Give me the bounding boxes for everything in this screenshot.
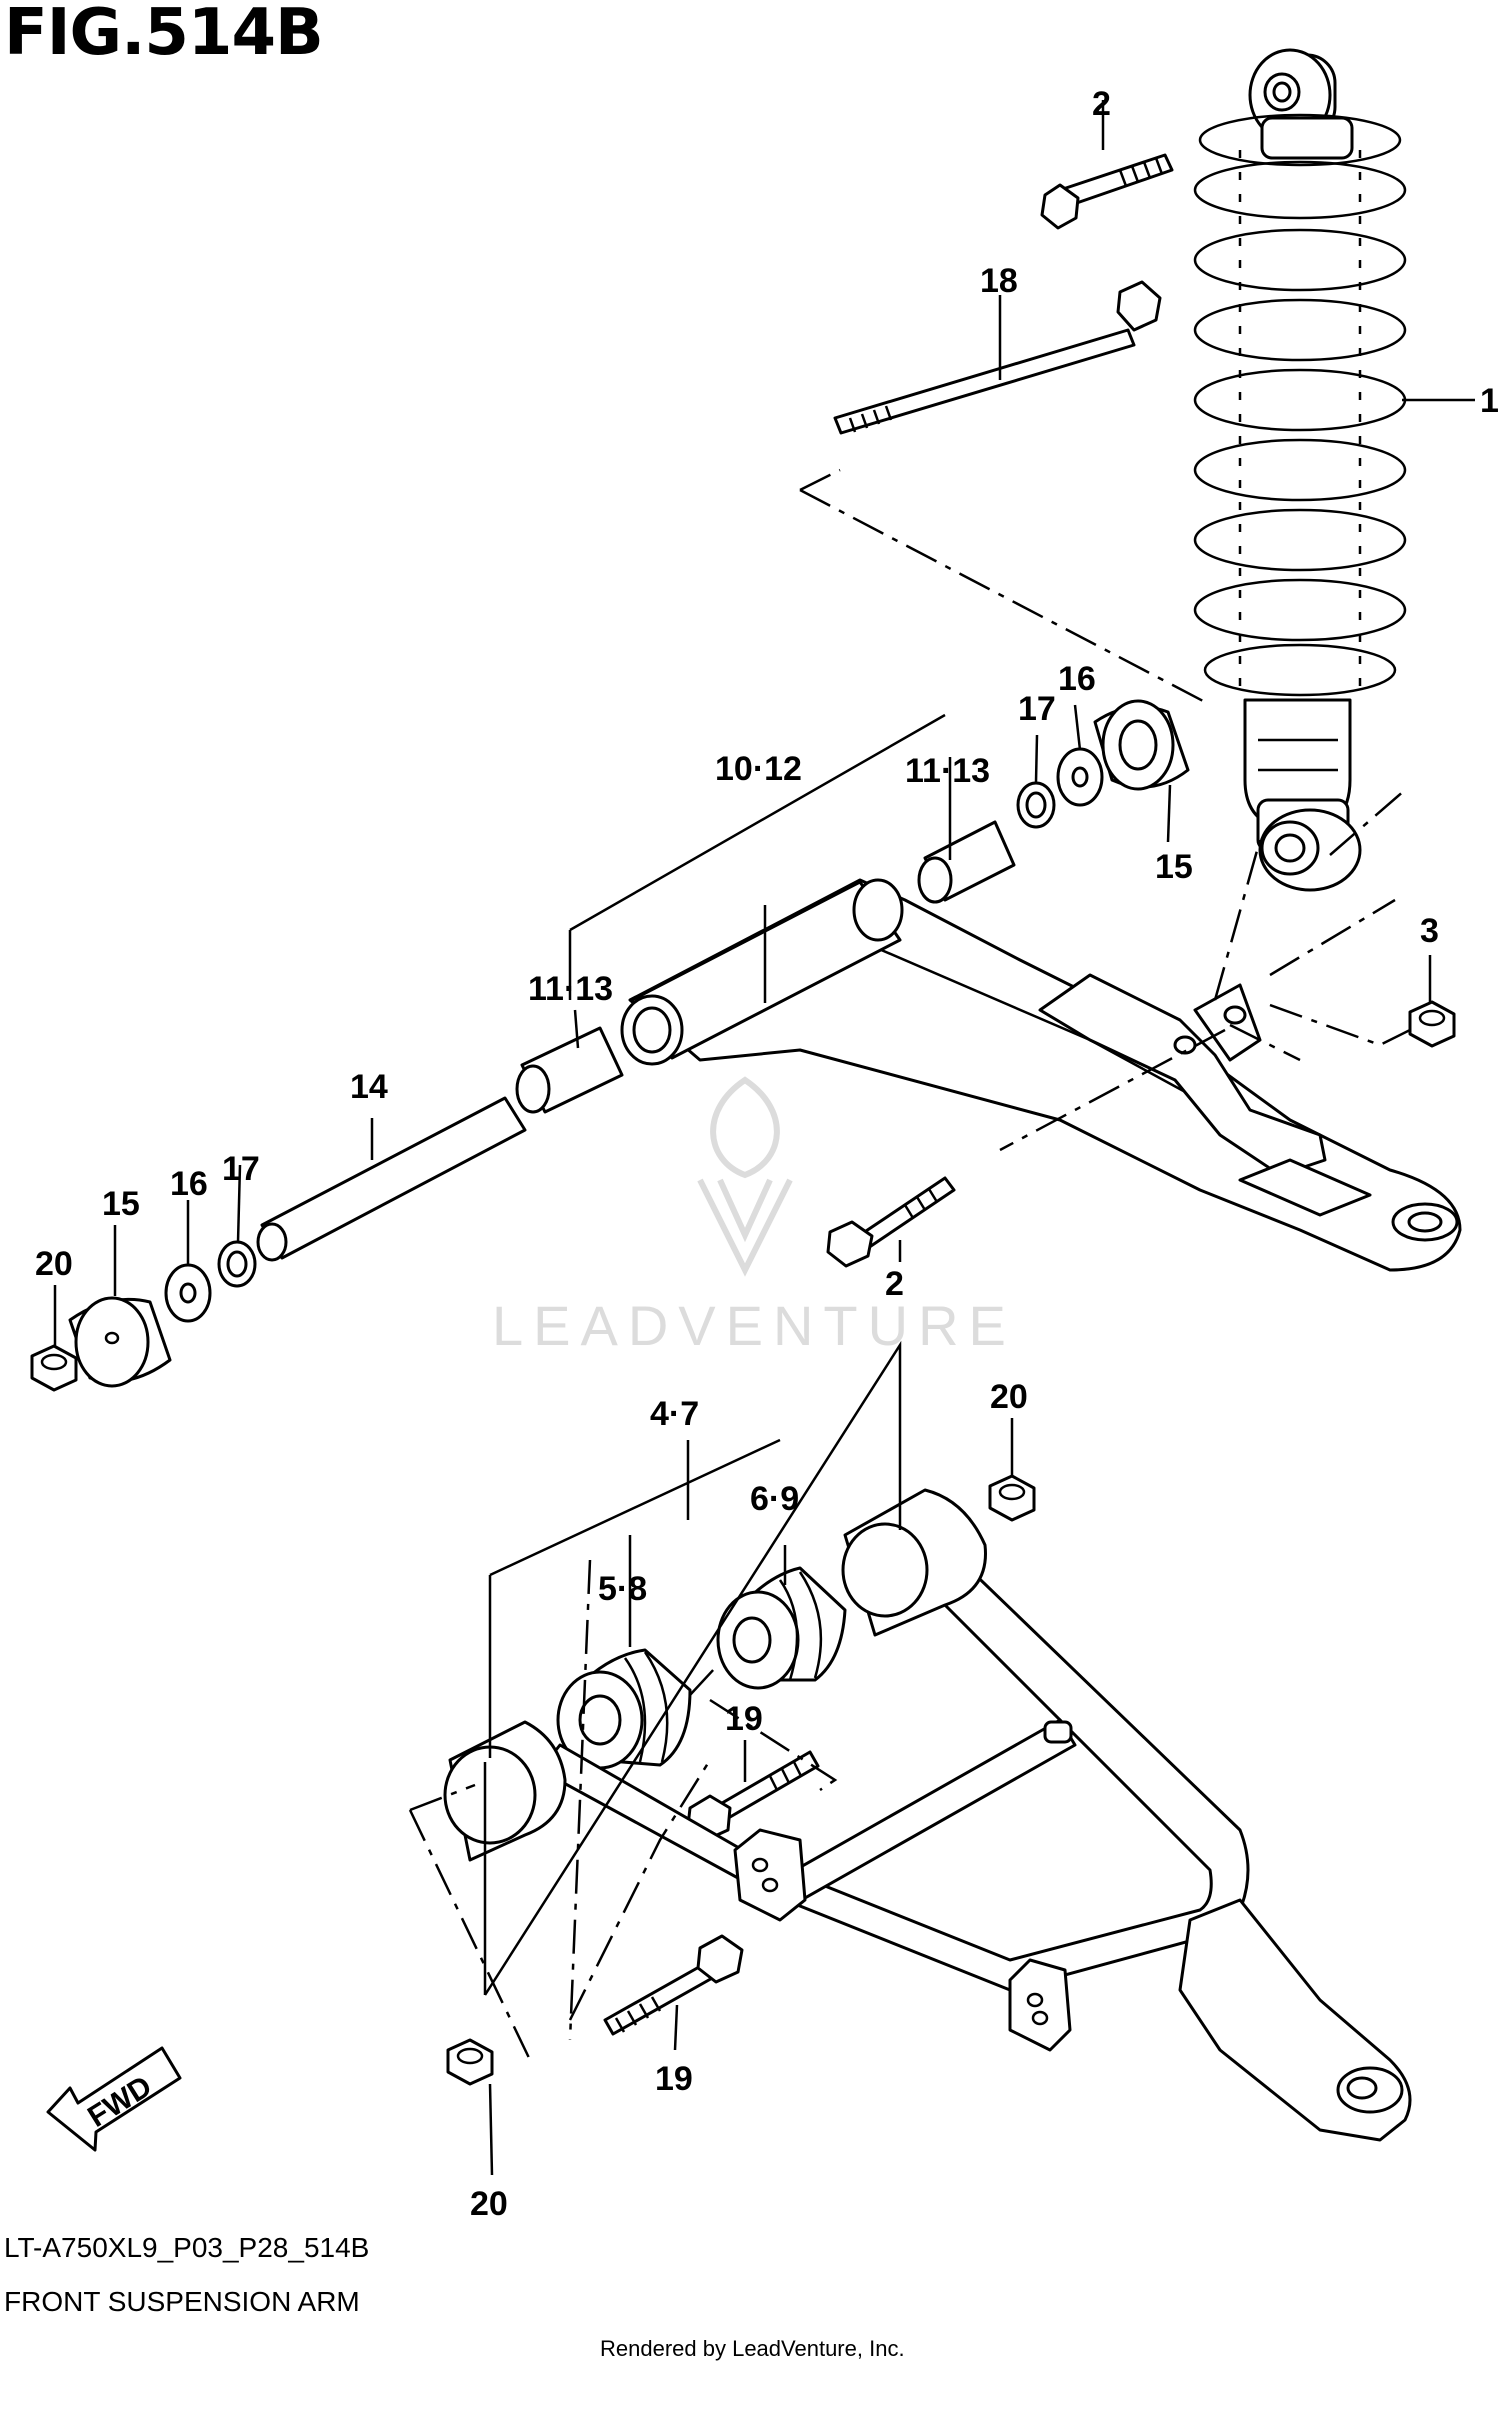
bushing-15-right-part[interactable]: [1093, 699, 1190, 791]
callout-14[interactable]: 14: [350, 1068, 388, 1106]
bushing-6-9-part[interactable]: [716, 1566, 847, 1690]
callout-16-left[interactable]: 16: [170, 1165, 208, 1203]
callout-5-8[interactable]: 5·8: [598, 1570, 647, 1608]
rendered-by-credit: Rendered by LeadVenture, Inc.: [600, 2336, 905, 2361]
nut-20-right-part[interactable]: [988, 1474, 1036, 1522]
long-bolt-18-part[interactable]: [833, 280, 1162, 435]
washer-16-left-part[interactable]: [164, 1263, 212, 1323]
seal-17-right-part[interactable]: [1016, 781, 1056, 829]
bolt-2-upper-part[interactable]: [1040, 153, 1174, 230]
callout-19-lower[interactable]: 19: [655, 2060, 693, 2098]
nut-3-part[interactable]: [1408, 1000, 1456, 1048]
callout-17-left[interactable]: 17: [222, 1150, 260, 1188]
shaft-14-part[interactable]: [256, 1096, 527, 1262]
callout-19-upper[interactable]: 19: [725, 1700, 763, 1738]
washer-16-right-part[interactable]: [1056, 747, 1104, 807]
nut-20-left-part[interactable]: [30, 1344, 78, 1392]
callout-11-13-right[interactable]: 11·13: [905, 752, 990, 790]
callout-20-left[interactable]: 20: [35, 1245, 73, 1283]
assembly-lines: [408, 468, 1411, 2061]
callout-16-right[interactable]: 16: [1058, 660, 1096, 698]
callout-1[interactable]: 1: [1480, 382, 1499, 420]
diagram-code: LT-A750XL9_P03_P28_514B: [4, 2232, 370, 2263]
bolt-19-lower-part[interactable]: [603, 1934, 744, 2036]
callout-15-right[interactable]: 15: [1155, 848, 1193, 886]
callout-18[interactable]: 18: [980, 262, 1018, 300]
callout-2-lower[interactable]: 2: [885, 1265, 904, 1303]
callout-2-upper[interactable]: 2: [1092, 85, 1111, 123]
callout-3[interactable]: 3: [1420, 912, 1439, 950]
diagram-subtitle: FRONT SUSPENSION ARM: [4, 2286, 360, 2317]
callout-20-bottom[interactable]: 20: [470, 2185, 508, 2223]
callout-6-9[interactable]: 6·9: [750, 1480, 799, 1518]
forward-direction-arrow: FWD: [46, 2046, 182, 2152]
bushing-15-left-part[interactable]: [68, 1296, 172, 1388]
collar-11-left-part[interactable]: [515, 1026, 624, 1114]
callout-11-13-left[interactable]: 11·13: [528, 970, 613, 1008]
callout-10-12[interactable]: 10·12: [715, 750, 802, 788]
callout-20-right[interactable]: 20: [990, 1378, 1028, 1416]
lower-suspension-arm-part[interactable]: [443, 1488, 1412, 2142]
upper-suspension-arm-part[interactable]: [620, 878, 1462, 1272]
collar-11-right-part[interactable]: [917, 820, 1016, 904]
shock-absorber-part[interactable]: [1193, 48, 1407, 892]
callout-17-right[interactable]: 17: [1018, 690, 1056, 728]
nut-20-bottom-part[interactable]: [446, 2038, 494, 2086]
seal-17-left-part[interactable]: [217, 1240, 257, 1288]
callout-15-left[interactable]: 15: [102, 1185, 140, 1223]
bushing-5-8-part[interactable]: [556, 1648, 692, 1770]
watermark-text: LEADVENTURE: [492, 1294, 1016, 1357]
callout-4-7[interactable]: 4·7: [650, 1395, 699, 1433]
figure-title: FIG.514B: [4, 0, 324, 70]
callout-labels: 1 2 18 3 16 17 15 11·13 10·12 11·13 14 1…: [35, 85, 1499, 2223]
bolt-2-lower-part[interactable]: [826, 1176, 956, 1268]
leader-lines: [53, 100, 1475, 2176]
watermark-flame-logo: [697, 1076, 793, 1277]
